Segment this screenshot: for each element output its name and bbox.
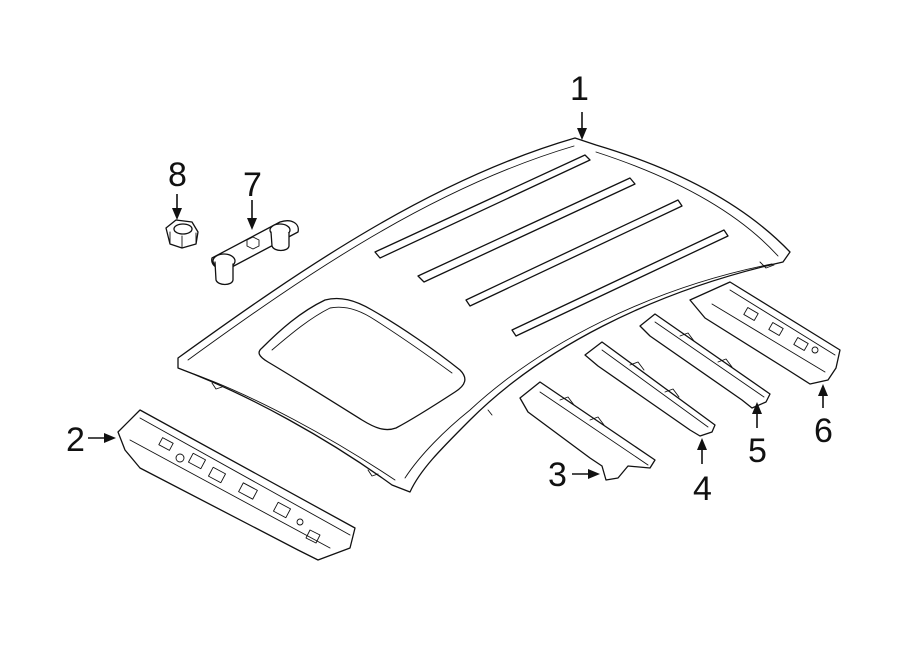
- callout-6: 6: [814, 412, 833, 450]
- nut: [165, 219, 199, 249]
- callout-8: 8: [168, 156, 187, 194]
- callout-arrows: [88, 112, 828, 479]
- callout-4: 4: [693, 470, 712, 508]
- roof-bow-mid: [584, 341, 716, 437]
- callout-3: 3: [548, 456, 567, 494]
- front-header-panel: [117, 409, 356, 561]
- callout-1: 1: [570, 70, 589, 108]
- antenna-bracket: [211, 220, 299, 286]
- callout-7: 7: [243, 166, 262, 204]
- rear-header-panel: [689, 281, 841, 385]
- roof-bow-rear: [639, 313, 771, 409]
- roof-panel: [177, 137, 791, 493]
- callout-2: 2: [66, 421, 85, 459]
- roof-bow-front: [519, 381, 656, 481]
- callout-5: 5: [748, 432, 767, 470]
